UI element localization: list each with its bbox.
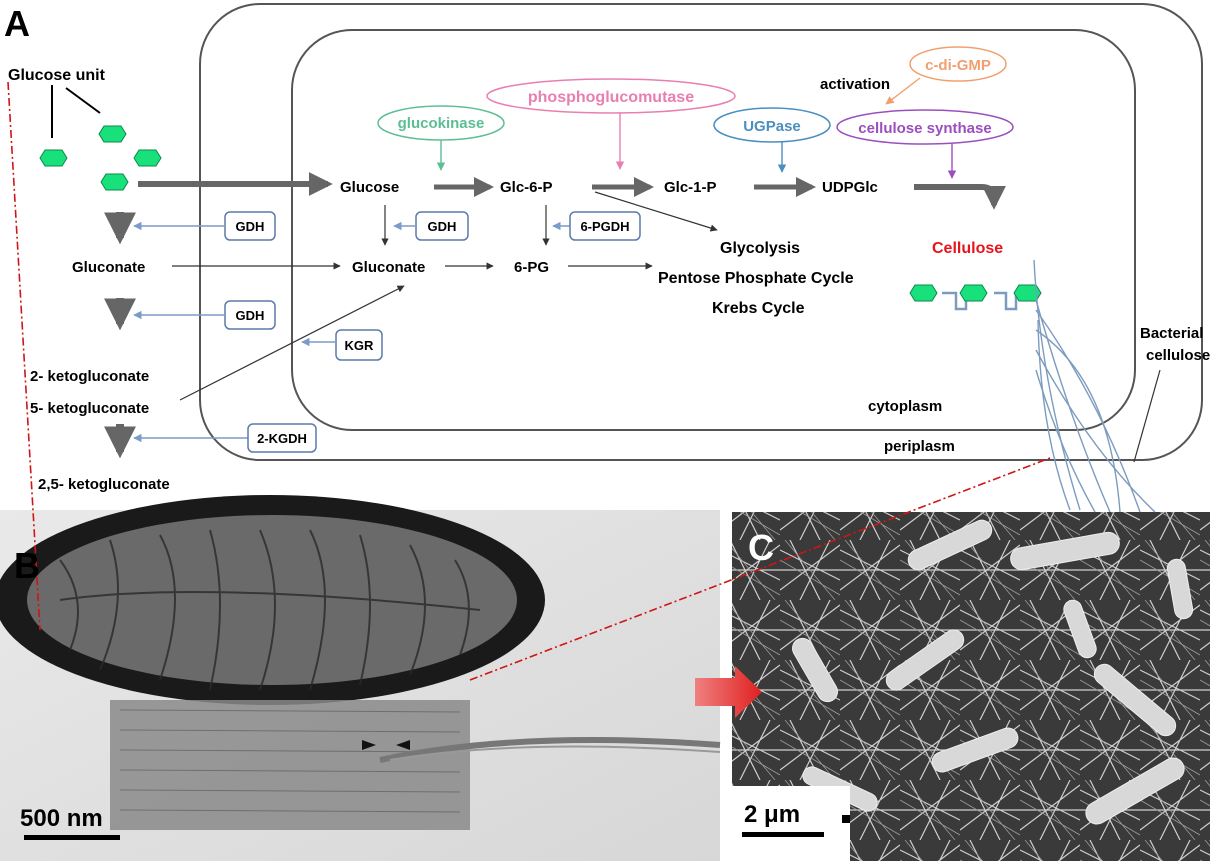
c-di-gmp-oval — [909, 46, 1007, 82]
gdh-box-2 — [224, 300, 276, 330]
krebs-label: Krebs Cycle — [712, 300, 805, 317]
c-di-gmp-label: c-di-GMP — [925, 57, 991, 74]
glucose-label: Glucose — [340, 179, 399, 196]
cellulose-synthase-label: cellulose synthase — [858, 120, 991, 137]
ugpase-label: UGPase — [743, 118, 801, 135]
glycolysis-label: Glycolysis — [720, 240, 800, 257]
inner-membrane — [291, 29, 1136, 431]
kgdh-label: 2-KGDH — [257, 431, 307, 446]
cellulose-chain — [909, 284, 1042, 311]
gdh-box-1 — [224, 211, 276, 241]
gluconate-inner-label: Gluconate — [352, 259, 425, 276]
cellulose-synthase-oval — [836, 109, 1014, 145]
pg6-label: 6-PG — [514, 259, 549, 276]
leader-line-c — [469, 457, 1051, 681]
periplasm-label: periplasm — [884, 438, 955, 455]
outer-membrane — [199, 3, 1203, 461]
glucose-unit-icon — [39, 125, 162, 191]
panel-label-b: B — [14, 545, 40, 586]
cellulose-label: Cellulose — [932, 240, 1003, 257]
pgdh-label: 6-PGDH — [580, 219, 629, 234]
gdh-label-1: GDH — [236, 219, 265, 234]
red-transition-arrow — [695, 666, 762, 718]
kgdh-box — [247, 423, 317, 453]
pentose-label: Pentose Phosphate Cycle — [658, 270, 854, 287]
phosphoglucomutase-label: phosphoglucomutase — [528, 89, 694, 106]
gdh-label-3: GDH — [428, 219, 457, 234]
gluconate-left: Gluconate — [72, 259, 145, 276]
panel-a-diagram — [7, 3, 1203, 681]
cellulose-fibrils — [1033, 259, 1156, 513]
glucose-unit-label: Glucose unit — [8, 67, 106, 84]
glc6p-label: Glc-6-P — [500, 179, 553, 196]
panel-label-a: A — [4, 3, 30, 44]
ketogluconate-5: 5- ketogluconate — [30, 400, 149, 417]
ugpase-oval — [713, 107, 831, 143]
panel-b-image — [0, 495, 721, 861]
leader-line-b — [7, 81, 41, 631]
scale-bar-b: 500 nm — [20, 805, 103, 832]
panel-c-image — [695, 512, 1210, 861]
phosphoglucomutase-oval — [486, 78, 736, 114]
bacterial-cellulose-label-1: Bacterial — [1140, 325, 1203, 342]
panel-label-c: C — [748, 527, 774, 568]
activation-label: activation — [820, 76, 890, 93]
gdh-label-2: GDH — [236, 308, 265, 323]
glc1p-label: Glc-1-P — [664, 179, 717, 196]
kgr-box — [335, 329, 383, 361]
scale-bar-c: 2 μm — [744, 801, 800, 828]
ketogluconate-2: 2- ketogluconate — [30, 368, 149, 385]
gdh-box-3 — [415, 211, 469, 241]
ketogluconate-25: 2,5- ketogluconate — [38, 476, 170, 493]
kgr-label: KGR — [345, 338, 375, 353]
bacterial-cellulose-label-2: cellulose — [1146, 347, 1210, 364]
udpglc-label: UDPGlc — [822, 179, 878, 196]
glucokinase-label: glucokinase — [398, 115, 485, 132]
cytoplasm-label: cytoplasm — [868, 398, 942, 415]
pgdh-box — [569, 211, 641, 241]
